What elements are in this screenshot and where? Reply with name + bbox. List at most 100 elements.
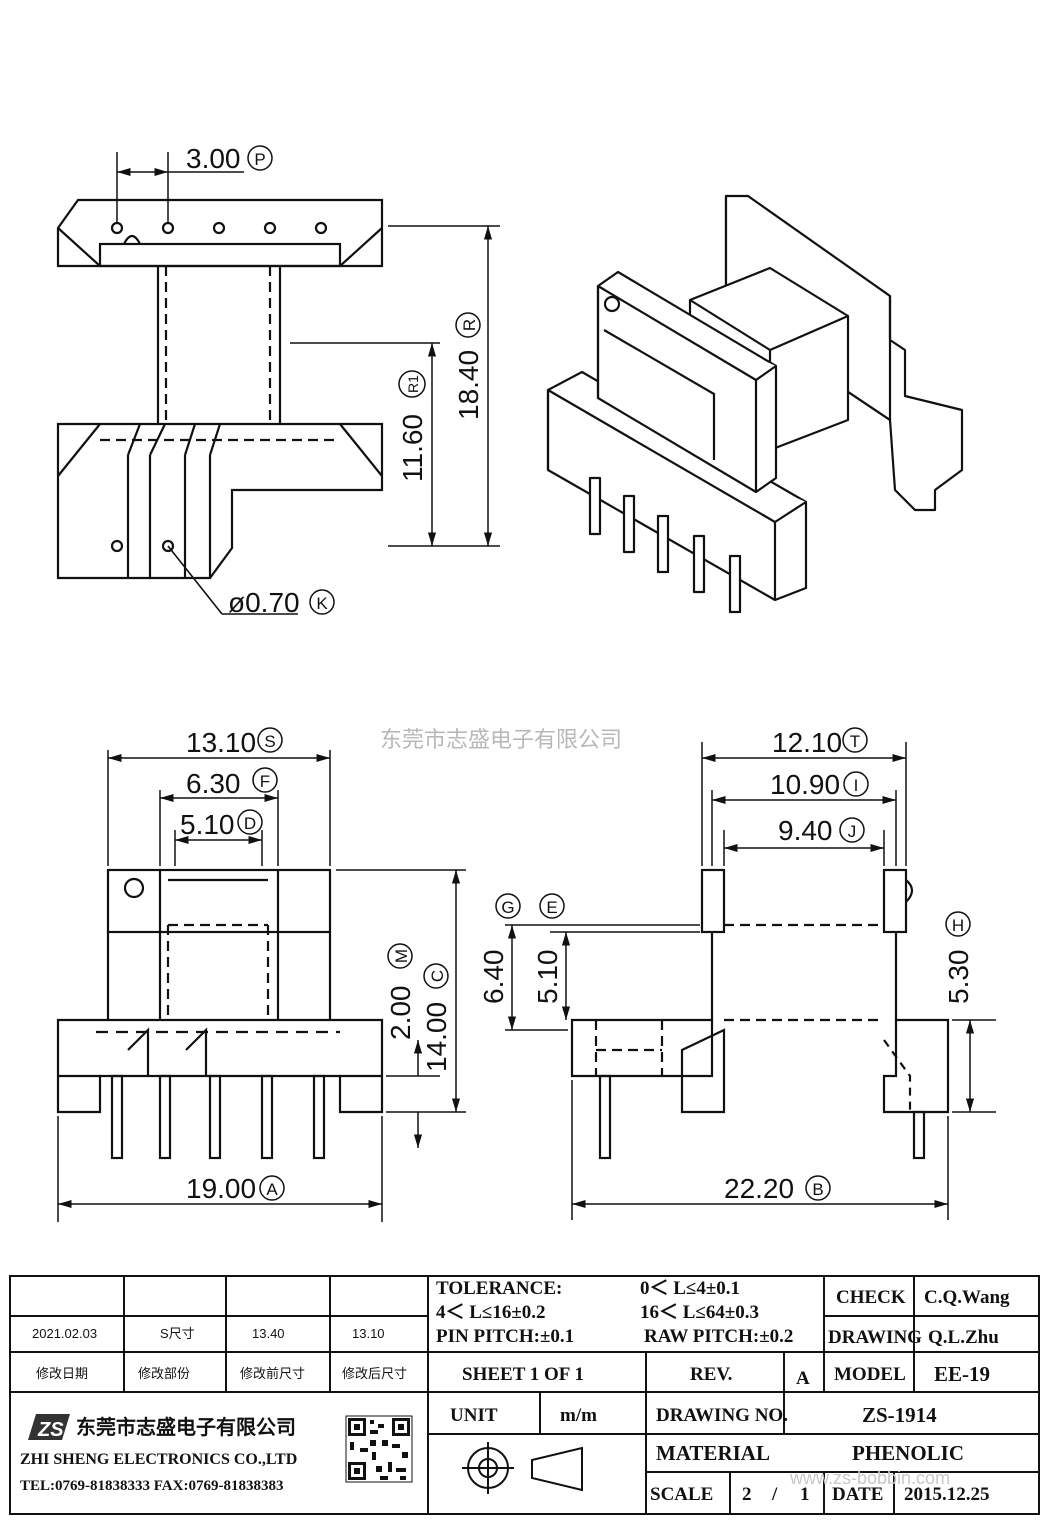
svg-text:22.20: 22.20 [724, 1173, 794, 1204]
svg-text:P: P [254, 150, 265, 169]
dim-front-height: 14.00 C [421, 963, 452, 1072]
svg-text:R1: R1 [405, 375, 421, 393]
svg-text:2015.12.25: 2015.12.25 [904, 1484, 990, 1505]
svg-text:0＜ L≤4±0.1: 0＜ L≤4±0.1 [640, 1278, 740, 1299]
title-block-text: 2021.02.03 S尺寸 13.40 13.10 修改日期 修改部份 修改前… [20, 1278, 1010, 1505]
svg-text:10.90: 10.90 [770, 769, 840, 800]
svg-text:PIN PITCH:±0.1: PIN PITCH:±0.1 [436, 1326, 574, 1347]
svg-text:m/m: m/m [560, 1405, 597, 1426]
svg-text:A: A [796, 1368, 810, 1389]
svg-text:ø0.70: ø0.70 [228, 587, 300, 618]
side-view [570, 868, 950, 1160]
svg-text:9.40: 9.40 [778, 815, 833, 846]
dim-side-t: 12.10 T [772, 727, 868, 758]
svg-text:Q.L.Zhu: Q.L.Zhu [928, 1327, 999, 1348]
svg-text:13.10: 13.10 [186, 727, 256, 758]
dim-g-height: G 6.40 [478, 893, 521, 1005]
svg-text:4＜ L≤16±0.2: 4＜ L≤16±0.2 [436, 1302, 546, 1323]
top-view [56, 198, 384, 615]
svg-text:6.40: 6.40 [478, 950, 509, 1005]
svg-text:M: M [392, 949, 411, 963]
watermark-text: 东莞市志盛电子有限公司 [380, 727, 622, 752]
svg-text:S: S [264, 732, 275, 751]
svg-text:3.00: 3.00 [186, 143, 241, 174]
svg-text:DATE: DATE [832, 1484, 883, 1505]
svg-text:18.40: 18.40 [453, 350, 484, 420]
svg-text:S尺寸: S尺寸 [160, 1326, 195, 1341]
svg-text:D: D [244, 814, 256, 833]
front-view [56, 868, 384, 1160]
front-view-dims [57, 750, 466, 1222]
isometric-view [546, 194, 964, 614]
dim-inner-height: 11.60 R1 [397, 370, 428, 482]
svg-text:东莞市志盛电子有限公司: 东莞市志盛电子有限公司 [76, 1415, 296, 1439]
svg-text:2.00: 2.00 [385, 986, 416, 1041]
svg-text:H: H [952, 916, 964, 935]
svg-text:修改前尺寸: 修改前尺寸 [240, 1366, 305, 1381]
svg-text:DRAWING: DRAWING [828, 1327, 922, 1348]
svg-text:修改后尺寸: 修改后尺寸 [342, 1366, 407, 1381]
dim-side-j: 9.40 J [778, 815, 865, 846]
svg-text:TEL:0769-81838333 FAX:0769-81: TEL:0769-81838333 FAX:0769-81838383 [20, 1478, 283, 1494]
dim-pin-dia: ø0.70 K [228, 587, 335, 618]
svg-text:MODEL: MODEL [834, 1364, 906, 1385]
svg-text:B: B [812, 1180, 823, 1199]
svg-text:RAW PITCH:±0.2: RAW PITCH:±0.2 [644, 1326, 793, 1347]
svg-text:13.10: 13.10 [352, 1326, 385, 1341]
svg-text:K: K [316, 594, 328, 613]
dim-front-width: 13.10 S [186, 727, 283, 758]
dim-base-width: 19.00 A [186, 1173, 285, 1204]
dim-e-height: E 5.10 [532, 893, 565, 1005]
dim-f-width: 6.30 F [186, 767, 278, 799]
title-block [9, 1275, 1040, 1515]
svg-text:5.30: 5.30 [943, 950, 974, 1005]
svg-text:SHEET 1 OF 1: SHEET 1 OF 1 [462, 1364, 584, 1385]
svg-text:MATERIAL: MATERIAL [656, 1441, 770, 1465]
top-view-dims [116, 152, 500, 547]
svg-text:EE-19: EE-19 [934, 1362, 990, 1386]
dim-h-height: H 5.30 [943, 911, 974, 1005]
svg-text:2021.02.03: 2021.02.03 [32, 1326, 97, 1341]
svg-text:修改日期: 修改日期 [36, 1366, 88, 1381]
svg-text:5.10: 5.10 [180, 809, 235, 840]
svg-text:14.00: 14.00 [421, 1002, 452, 1072]
svg-text:C.Q.Wang: C.Q.Wang [924, 1287, 1010, 1308]
svg-text:CHECK: CHECK [836, 1287, 906, 1308]
svg-text:REV.: REV. [690, 1364, 732, 1385]
svg-text:19.00: 19.00 [186, 1173, 256, 1204]
qr-code-icon [345, 1415, 413, 1483]
svg-text:1: 1 [800, 1484, 810, 1505]
svg-text:11.60: 11.60 [397, 414, 428, 482]
svg-text:ZS-1914: ZS-1914 [862, 1403, 937, 1427]
svg-text:/: / [771, 1484, 778, 1505]
svg-text:C: C [428, 970, 447, 982]
svg-text:12.10: 12.10 [772, 727, 842, 758]
dim-d-width: 5.10 D [180, 809, 263, 840]
dim-total-height: 18.40 R [453, 312, 484, 420]
svg-text:E: E [546, 898, 557, 917]
company-logo: ZS [28, 1414, 70, 1441]
side-view-dims [505, 742, 996, 1220]
svg-text:TOLERANCE:: TOLERANCE: [436, 1278, 562, 1299]
svg-text:2: 2 [742, 1484, 752, 1505]
svg-text:6.30: 6.30 [186, 768, 241, 799]
svg-text:16＜ L≤64±0.3: 16＜ L≤64±0.3 [640, 1302, 759, 1323]
svg-text:F: F [260, 772, 270, 791]
dim-top-pitch: 3.00 P [186, 143, 273, 174]
svg-text:I: I [854, 776, 859, 795]
svg-text:5.10: 5.10 [532, 950, 563, 1005]
svg-text:DRAWING NO.: DRAWING NO. [656, 1405, 788, 1426]
svg-text:www.zs-bobbin.com: www.zs-bobbin.com [789, 1468, 950, 1488]
svg-text:13.40: 13.40 [252, 1326, 285, 1341]
svg-text:ZS: ZS [37, 1419, 64, 1441]
dim-m-height: 2.00 M [385, 943, 416, 1041]
dim-side-base: 22.20 B [724, 1173, 831, 1204]
svg-text:R: R [460, 319, 479, 331]
svg-text:A: A [266, 1180, 278, 1199]
dim-side-i: 10.90 I [770, 769, 869, 800]
svg-text:J: J [848, 822, 857, 841]
svg-text:UNIT: UNIT [450, 1405, 498, 1426]
svg-text:ZHI SHENG ELECTRONICS CO.,LTD: ZHI SHENG ELECTRONICS CO.,LTD [20, 1451, 297, 1468]
svg-text:PHENOLIC: PHENOLIC [852, 1441, 964, 1465]
